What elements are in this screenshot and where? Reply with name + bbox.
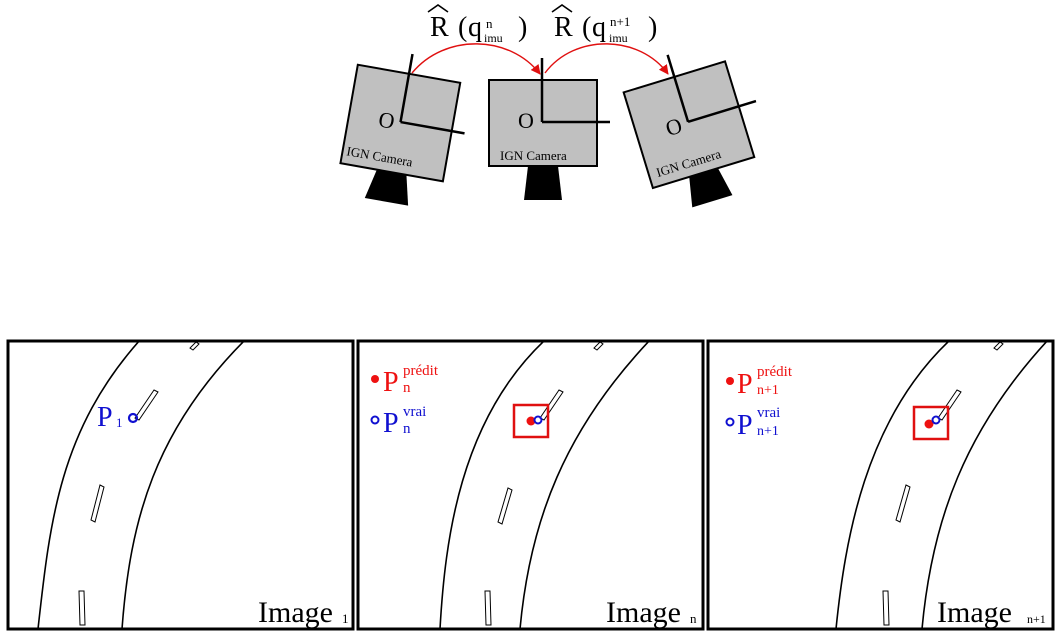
legend-true-subscript: n <box>403 421 411 437</box>
camera-lens <box>524 166 562 200</box>
image-label: Image <box>258 596 333 629</box>
legend-predicted-superscript: prédit <box>757 364 793 380</box>
image-panel-1: P 1 Image 1 <box>6 339 355 631</box>
camera-lens <box>364 169 409 206</box>
rotation-arrow-1 <box>411 43 541 75</box>
point-p1-subscript: 1 <box>116 415 123 430</box>
lane-dash <box>497 487 513 525</box>
legend-true-dot <box>725 417 735 427</box>
true-point <box>533 415 543 425</box>
lane-dash <box>134 389 159 421</box>
legend-predicted: P prédit n <box>371 363 439 398</box>
camera-2: O IGN Camera <box>488 58 610 200</box>
legend-predicted-symbol: P <box>383 367 399 398</box>
legend-predicted-dot <box>371 375 379 383</box>
origin-label: O <box>377 106 397 133</box>
axis-vertical <box>399 53 414 123</box>
road <box>835 341 1049 629</box>
image-subscript: n+1 <box>1027 612 1046 626</box>
origin-label: O <box>518 108 534 133</box>
road <box>37 341 246 629</box>
legend-predicted: P prédit n+1 <box>726 364 793 400</box>
rotation-label-2: R ( q n+1 imu ) <box>551 4 657 45</box>
legend-true-subscript: n+1 <box>757 424 779 439</box>
legend-true: P vrai n+1 <box>725 405 780 441</box>
q-superscript: n <box>486 16 493 31</box>
road-edge-right <box>519 341 651 629</box>
camera-3: O IGN Camera <box>622 54 757 208</box>
camera-1: O IGN Camera <box>339 53 465 206</box>
camera-lens <box>689 168 733 208</box>
point-p1-symbol: P <box>97 402 113 433</box>
panel-frame <box>356 339 705 631</box>
lane-dash <box>90 484 105 523</box>
panel-frame <box>6 339 355 631</box>
rotation-arrow-2 <box>544 43 669 75</box>
rotation-label-1: R ( q n imu ) <box>427 4 527 45</box>
axis-vertical <box>666 54 690 123</box>
road-edge-left <box>439 341 546 629</box>
close-paren: ) <box>648 12 657 43</box>
legend-true-dot <box>370 415 380 425</box>
rotation-hat-symbol: R <box>430 12 449 43</box>
legend-predicted-subscript: n <box>403 380 411 396</box>
image-subscript: n <box>690 611 697 626</box>
lane-dash <box>895 484 911 523</box>
rotation-hat-symbol: R <box>554 12 573 43</box>
lane-dash <box>937 389 962 421</box>
image-label: Image <box>606 596 681 629</box>
legend-predicted-dot <box>726 377 734 385</box>
q-superscript: n+1 <box>610 14 630 29</box>
search-window <box>512 403 550 439</box>
road-edge-left <box>37 341 141 629</box>
q-subscript: imu <box>484 31 503 45</box>
road-edge-left <box>835 341 951 629</box>
lane-dash <box>484 590 492 626</box>
predicted-point <box>924 419 934 429</box>
true-point <box>931 415 941 425</box>
q-symbol: q <box>468 12 482 43</box>
predicted-point <box>526 416 536 426</box>
hat-accent <box>551 4 573 13</box>
origin-label: O <box>663 112 686 141</box>
axis-horizontal <box>400 120 465 135</box>
lane-dash <box>78 590 86 626</box>
lane-dash <box>189 341 200 351</box>
lane-dash <box>882 590 890 626</box>
legend-true-symbol: P <box>383 408 399 439</box>
legend-true-symbol: P <box>737 410 753 441</box>
lane-dash <box>993 341 1004 351</box>
image-panel-3: P prédit n+1 P vrai n+1 Image n+1 <box>706 339 1055 631</box>
image-subscript: 1 <box>342 611 349 626</box>
q-symbol: q <box>592 12 606 43</box>
panel-frame <box>706 339 1055 631</box>
axis-horizontal <box>687 99 757 124</box>
point-p1-marker <box>127 412 139 424</box>
legend-true-superscript: vrai <box>757 405 780 421</box>
road-edge-right <box>921 341 1049 629</box>
open-paren: ( <box>458 12 467 43</box>
legend-predicted-superscript: prédit <box>403 363 439 379</box>
image-panel-2: P prédit n P vrai n Image n <box>356 339 705 631</box>
road-edge-right <box>121 341 246 629</box>
hat-accent <box>427 4 449 13</box>
legend-true-superscript: vrai <box>403 404 426 420</box>
lane-dash <box>593 341 604 351</box>
lane-dash <box>539 389 564 421</box>
legend-predicted-subscript: n+1 <box>757 383 779 398</box>
legend-predicted-symbol: P <box>737 369 753 400</box>
camera-label: IGN Camera <box>500 148 567 163</box>
legend-true: P vrai n <box>370 404 426 439</box>
close-paren: ) <box>518 12 527 43</box>
search-window <box>912 405 950 441</box>
q-subscript: imu <box>609 31 628 45</box>
image-label: Image <box>937 596 1012 629</box>
open-paren: ( <box>582 12 591 43</box>
road <box>439 341 651 629</box>
